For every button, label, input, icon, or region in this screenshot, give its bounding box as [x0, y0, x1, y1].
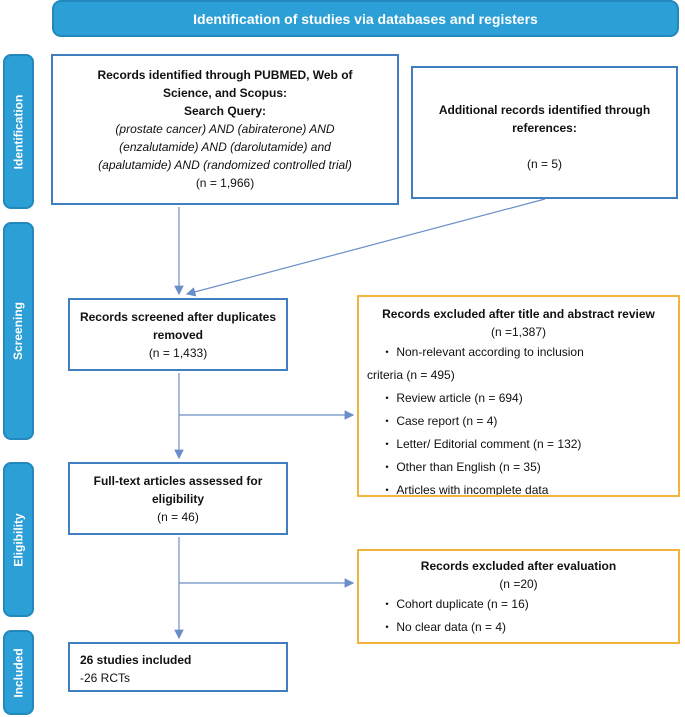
screened-line1: Records screened after duplicates [79, 310, 277, 324]
banner-title: Identification of studies via databases … [193, 10, 538, 27]
phase-eligibility: Eligibility [3, 462, 34, 617]
excl-item-nonrelevant-cont: criteria (n = 495) [367, 368, 455, 382]
db-query2: (enzalutamide) AND (darolutamide) and [119, 140, 331, 154]
records-identified-box: Records identified through PUBMED, Web o… [51, 54, 399, 205]
eval-title: Records excluded after evaluation [420, 559, 617, 573]
excl-item-letter: ・ Letter/ Editorial comment (n = 132) [381, 437, 582, 451]
fulltext-line1: Full-text articles assessed for [93, 474, 263, 488]
ref-line2: references: [512, 121, 577, 135]
db-query1: (prostate cancer) AND (abiraterone) AND [115, 122, 335, 136]
included-line2: -26 RCTs [80, 671, 131, 685]
excl-count: (n =1,387) [490, 325, 547, 339]
db-query3: (apalutamide) AND (randomized controlled… [98, 158, 352, 172]
excl-item-case: ・ Case report (n = 4) [381, 414, 498, 428]
fulltext-assessed-box: Full-text articles assessed for eligibil… [68, 462, 288, 535]
top-banner: Identification of studies via databases … [52, 0, 679, 37]
eval-item-noclear: ・ No clear data (n = 4) [381, 620, 507, 634]
db-line3: Search Query: [183, 104, 267, 118]
screened-line2: removed [152, 328, 204, 342]
arrow-ref-to-screened [185, 198, 546, 297]
fulltext-count: (n = 46) [157, 510, 199, 524]
included-line1: 26 studies included [80, 653, 192, 667]
fulltext-line2: eligibility [151, 492, 204, 506]
phase-identification: Identification [3, 54, 34, 209]
excl-item-nonrelevant: ・ Non-relevant according to inclusion [381, 345, 584, 359]
ref-line1: Additional records identified through [438, 103, 651, 117]
excluded-title-abstract-box: Records excluded after title and abstrac… [357, 295, 680, 497]
eval-count: (n =20) [499, 577, 538, 591]
excl-item-review: ・ Review article (n = 694) [381, 391, 523, 405]
phase-screening: Screening [3, 222, 34, 440]
excl-title: Records excluded after title and abstrac… [382, 307, 655, 321]
excl-item-incomplete: ・ Articles with incomplete data [381, 483, 549, 497]
records-screened-box: Records screened after duplicates remove… [68, 298, 288, 371]
ref-count: (n = 5) [526, 157, 562, 171]
excluded-evaluation-box: Records excluded after evaluation (n =20… [357, 549, 680, 644]
db-count: (n = 1,966) [195, 176, 255, 190]
db-line1: Records identified through PUBMED, Web o… [97, 68, 353, 82]
studies-included-box: 26 studies included -26 RCTs [68, 642, 288, 692]
additional-records-box: Additional records identified through re… [411, 66, 678, 199]
db-line2: Science, and Scopus: [162, 86, 288, 100]
screened-count: (n = 1,433) [148, 346, 208, 360]
phase-included: Included [3, 630, 34, 715]
excl-item-english: ・ Other than English (n = 35) [381, 460, 541, 474]
eval-item-cohort: ・ Cohort duplicate (n = 16) [381, 597, 529, 611]
